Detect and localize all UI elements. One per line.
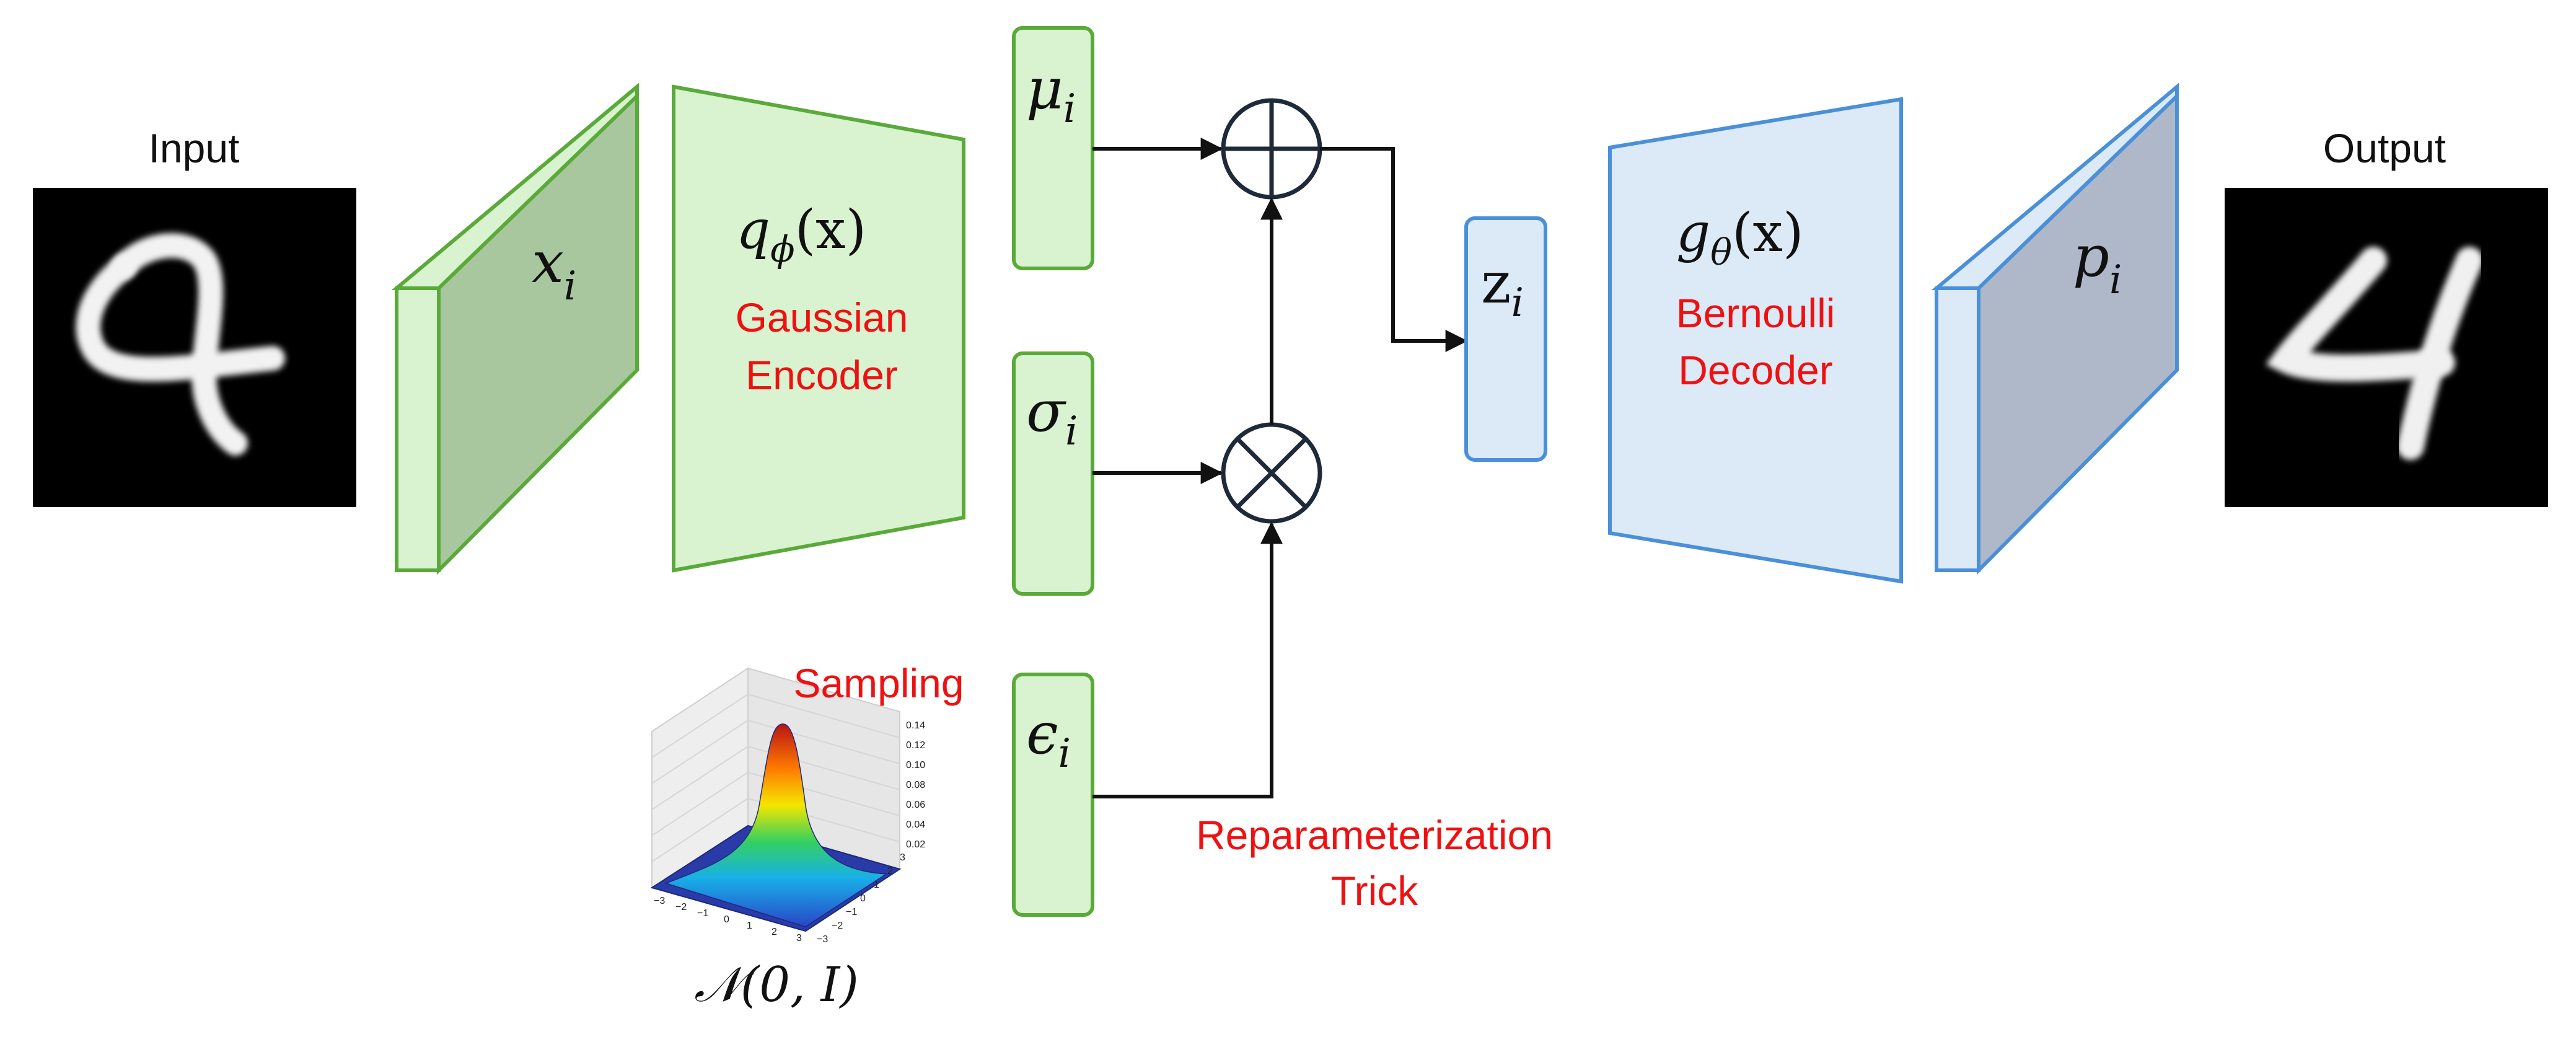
plot-y-ticks: 3 2 1 0 −1 −2 −3 [817, 852, 905, 945]
output-layer-slab [1931, 82, 2179, 575]
multiply-operator-node [1221, 422, 1322, 524]
svg-text:−1: −1 [846, 907, 857, 917]
encoder-name-line2: Encoder [745, 352, 898, 398]
plot-x-ticks: −3 −2 −1 0 1 2 3 [654, 896, 802, 943]
reparam-label-line1: Reparameterization [1196, 812, 1553, 858]
output-layer-symbol: pi [2073, 223, 2122, 303]
input-digit-image [33, 188, 356, 507]
svg-text:2: 2 [887, 866, 893, 877]
decoder-name-line2: Decoder [1678, 347, 1832, 393]
add-operator-node [1221, 98, 1322, 200]
decoder-block [1608, 97, 1903, 584]
svg-text:−2: −2 [675, 902, 687, 912]
arrow-epsilon-to-mul [1092, 521, 1283, 798]
encoder-function: qϕ(x) [736, 199, 866, 270]
svg-text:1: 1 [874, 880, 879, 890]
plot-z-ticks: 0.14 0.12 0.10 0.08 0.06 0.04 0.02 [906, 720, 925, 850]
distribution-label: 𝒩(0, I) [694, 957, 859, 1013]
svg-text:0: 0 [860, 893, 866, 904]
svg-text:0.04: 0.04 [906, 819, 925, 830]
encoder-block [672, 84, 965, 573]
input-layer-slab [391, 82, 639, 575]
sigma-symbol: σi [1026, 378, 1078, 454]
svg-text:0.14: 0.14 [906, 720, 925, 731]
mu-symbol: μi [1026, 56, 1076, 132]
svg-text:0.06: 0.06 [906, 800, 925, 810]
svg-text:−3: −3 [654, 896, 665, 906]
output-label: Output [2323, 125, 2446, 171]
input-layer-symbol: xi [532, 229, 576, 309]
arrow-add-to-latent [1320, 147, 1468, 352]
svg-text:1: 1 [747, 921, 752, 931]
decoder-function: gθ(x) [1676, 202, 1804, 273]
latent-symbol: zi [1481, 250, 1524, 326]
reparam-label-line2: Trick [1331, 868, 1419, 914]
connector-arrows [1092, 138, 1468, 798]
epsilon-symbol: ϵi [1026, 700, 1071, 777]
svg-text:0.10: 0.10 [906, 760, 925, 771]
svg-text:0.02: 0.02 [906, 839, 925, 850]
svg-text:−3: −3 [817, 934, 828, 945]
svg-text:0: 0 [724, 914, 729, 925]
sampling-label: Sampling [793, 660, 964, 706]
svg-text:2: 2 [771, 927, 777, 937]
svg-text:0.12: 0.12 [906, 740, 925, 751]
svg-text:3: 3 [900, 852, 905, 863]
output-digit-image [2225, 188, 2548, 507]
svg-text:−1: −1 [697, 908, 708, 919]
encoder-name-line1: Gaussian [736, 294, 908, 340]
svg-text:−2: −2 [832, 921, 843, 931]
svg-text:3: 3 [796, 933, 802, 943]
gaussian-surface-plot: 0.14 0.12 0.10 0.08 0.06 0.04 0.02 −3 −2… [650, 667, 925, 945]
latent-box [1464, 216, 1547, 462]
decoder-name-line1: Bernoulli [1676, 290, 1835, 336]
svg-text:0.08: 0.08 [906, 780, 925, 790]
input-label: Input [149, 125, 240, 171]
